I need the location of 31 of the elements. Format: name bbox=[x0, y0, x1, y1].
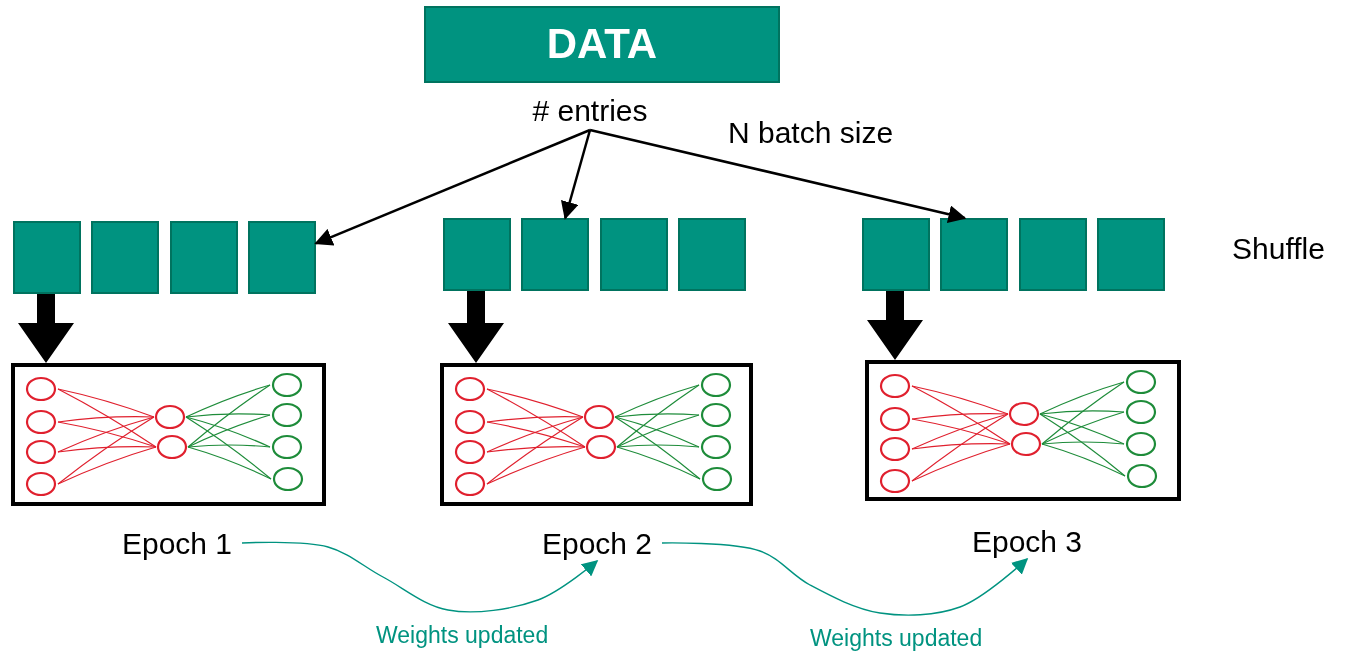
box-title: DATA bbox=[546, 21, 658, 68]
network-box bbox=[865, 360, 1181, 501]
batch-box bbox=[1019, 218, 1087, 291]
network-box bbox=[440, 363, 753, 506]
text-label: Epoch 2 bbox=[541, 526, 653, 560]
block-arrow bbox=[18, 294, 74, 363]
block-arrow bbox=[448, 291, 504, 363]
text-label: Epoch 1 bbox=[121, 526, 233, 560]
batch-box bbox=[862, 218, 930, 291]
batch-box bbox=[940, 218, 1008, 291]
batch-box bbox=[521, 218, 589, 291]
batch-box bbox=[248, 221, 316, 294]
data-box bbox=[424, 6, 780, 83]
batch-box bbox=[600, 218, 668, 291]
batch-box bbox=[13, 221, 81, 294]
text-label: Shuffle bbox=[1232, 232, 1325, 266]
text-label: # entries bbox=[532, 93, 648, 127]
network-box bbox=[11, 363, 326, 506]
batch-box bbox=[1097, 218, 1165, 291]
arrow bbox=[589, 128, 967, 224]
arrow bbox=[561, 129, 592, 220]
edge-label: Weights updated bbox=[810, 625, 983, 652]
batch-box bbox=[678, 218, 746, 291]
batch-box bbox=[170, 221, 238, 294]
text-label: Epoch 3 bbox=[971, 524, 1083, 558]
edge-label: Weights updated bbox=[376, 622, 549, 649]
batch-box bbox=[91, 221, 159, 294]
arrow bbox=[661, 542, 1029, 616]
arrow bbox=[241, 541, 599, 613]
block-arrow bbox=[867, 291, 923, 360]
batch-box bbox=[443, 218, 511, 291]
